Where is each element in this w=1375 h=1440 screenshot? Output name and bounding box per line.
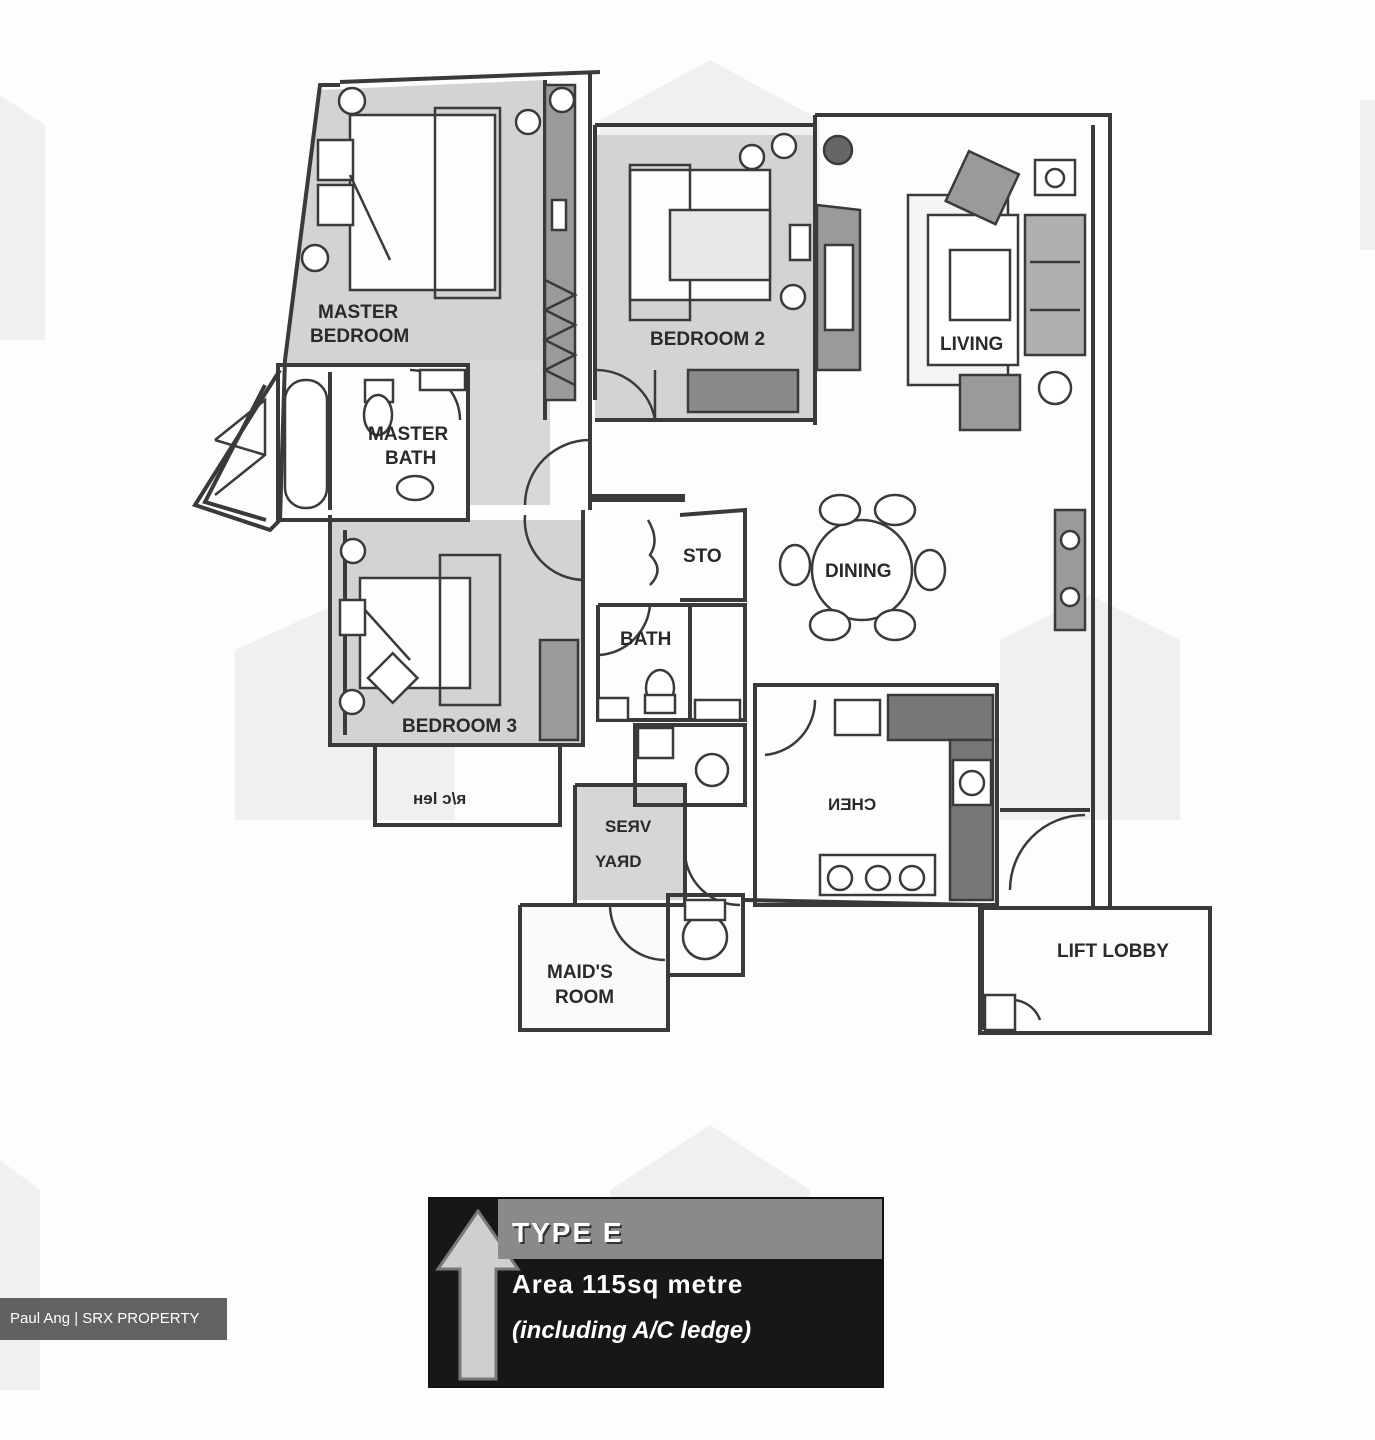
label-dining: DINING bbox=[825, 561, 892, 582]
agent-watermark: Paul Ang | SRX PROPERTY bbox=[0, 1298, 227, 1340]
label-sto: STO bbox=[683, 546, 722, 567]
label-master-bedroom-2: BEDROOM bbox=[310, 326, 409, 347]
label-master-bedroom-1: MASTER bbox=[318, 302, 399, 323]
unit-type-legend: TYPE E Area 115sq metre (including A/C l… bbox=[428, 1197, 884, 1388]
legend-title-band bbox=[498, 1199, 882, 1259]
label-bedroom3: BEDROOM 3 bbox=[402, 716, 517, 737]
plant-icon bbox=[822, 134, 854, 166]
master-bed-corridor-floor bbox=[470, 360, 550, 505]
label-yard-mirrored-1: SEЯV bbox=[605, 817, 652, 836]
label-maids-room-1: MAID'S bbox=[547, 962, 613, 983]
label-ac-ledge-mirrored: ʜɘl ɔ\ᴙ bbox=[413, 789, 466, 808]
yard-floor bbox=[575, 785, 685, 900]
unit-type-label: TYPE E bbox=[512, 1217, 624, 1248]
label-living: LIVING bbox=[940, 334, 1003, 355]
kitchen-counter bbox=[886, 693, 995, 742]
label-lift-lobby: LIFT LOBBY bbox=[1057, 941, 1169, 962]
label-master-bath-1: MASTER bbox=[368, 424, 449, 445]
label-yard-mirrored-2: YAЯD bbox=[595, 852, 642, 871]
master-bathtub bbox=[283, 378, 329, 510]
label-master-bath-2: BATH bbox=[385, 448, 436, 469]
label-bath: BATH bbox=[620, 629, 671, 650]
label-maids-room-2: ROOM bbox=[555, 987, 614, 1008]
master-bed bbox=[348, 113, 497, 292]
label-kitchen-mirrored: ИƎHƆ bbox=[828, 795, 876, 814]
living-sofa bbox=[1023, 213, 1087, 357]
dining-table bbox=[810, 518, 914, 622]
unit-area-label: Area 115sq metre bbox=[512, 1269, 744, 1299]
room-labels: MASTER BEDROOM BEDROOM 2 LIVING MASTER B… bbox=[310, 302, 1169, 1008]
furniture bbox=[214, 83, 1087, 1032]
label-bedroom2: BEDROOM 2 bbox=[650, 329, 765, 350]
maids-room-floor bbox=[520, 905, 668, 1030]
unit-area-note: (including A/C ledge) bbox=[512, 1317, 752, 1344]
